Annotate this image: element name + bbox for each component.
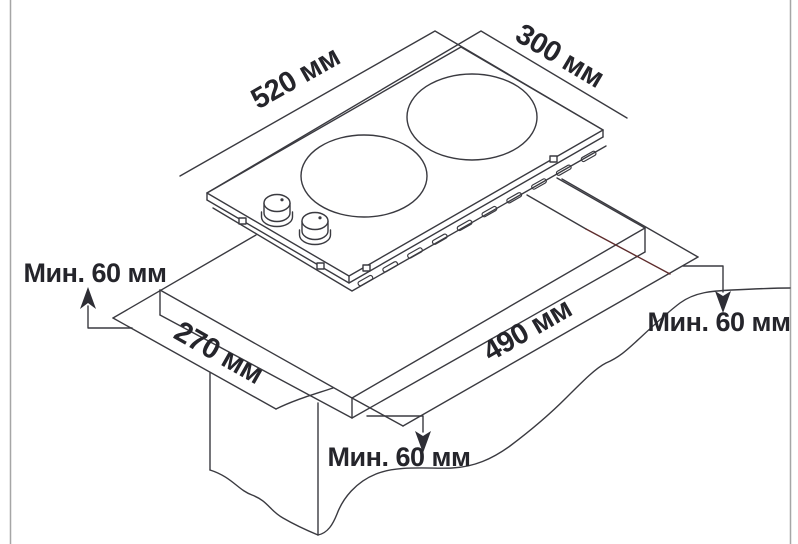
burner-left	[300, 134, 428, 218]
break-wave-left	[209, 469, 319, 536]
dim-extension-300	[206, 30, 628, 194]
vent-slot-icon	[382, 261, 399, 273]
break-lines	[209, 287, 791, 536]
projection-line-black	[526, 194, 587, 230]
countertop-back-right-edge	[561, 178, 699, 258]
vent-slot-icon	[431, 233, 448, 245]
vent-slot-icon	[506, 192, 523, 204]
vent-slot-icon	[357, 274, 374, 287]
label-depth-300: 300 мм	[510, 18, 609, 94]
cooktop	[206, 46, 607, 292]
label-min-bottom: Мин. 60 мм	[328, 442, 471, 472]
countertop-front-left-edge	[112, 317, 277, 410]
leader-min-bottom	[366, 415, 424, 433]
vent-slots	[357, 150, 597, 287]
projection-line-red	[585, 228, 671, 275]
label-cutout-width-270: 270 мм	[169, 316, 269, 391]
leader-min-left	[87, 305, 133, 329]
mounting-tabs	[238, 155, 558, 272]
mounting-tab-icon	[362, 264, 371, 272]
arrow-up-icon	[80, 287, 96, 309]
countertop	[112, 177, 791, 536]
mounting-tab-icon	[549, 155, 558, 163]
label-width-520: 520 мм	[246, 41, 346, 116]
mounting-tab-icon	[238, 217, 247, 225]
countertop-front-right-edge	[402, 256, 699, 427]
leader-min-right	[682, 265, 724, 293]
cutout-wall-bottom-left	[159, 314, 353, 419]
glass-underside	[206, 136, 604, 284]
vent-slot-icon	[580, 150, 597, 163]
label-min-left: Мин. 60 мм	[24, 258, 167, 288]
control-knobs	[260, 193, 332, 246]
burner-right	[406, 73, 538, 161]
cutout-back-right-edge	[556, 177, 646, 229]
break-top-face	[275, 387, 334, 410]
arrow-down-icon	[715, 291, 731, 313]
arrow-down-icon	[415, 431, 431, 453]
knob-icon	[298, 211, 332, 246]
knob-icon	[260, 193, 294, 228]
vent-slot-icon	[456, 219, 473, 232]
mounting-tab-icon	[316, 262, 325, 270]
cutout-front-left-edge	[159, 289, 353, 399]
vent-slot-icon	[555, 164, 572, 176]
break-wave-right	[317, 287, 791, 536]
margin-front-connector	[351, 397, 404, 427]
cutout	[159, 177, 646, 419]
label-min-right: Мин. 60 мм	[648, 307, 791, 337]
cutout-front-right-edge	[351, 227, 646, 399]
label-cutout-length-490: 490 мм	[478, 292, 578, 368]
countertop-back-left-edge	[112, 234, 257, 319]
cutout-wall-bottom-right	[351, 251, 646, 419]
vent-slot-icon	[531, 178, 547, 190]
vent-slot-icon	[481, 205, 498, 218]
vent-slot-icon	[407, 247, 423, 259]
